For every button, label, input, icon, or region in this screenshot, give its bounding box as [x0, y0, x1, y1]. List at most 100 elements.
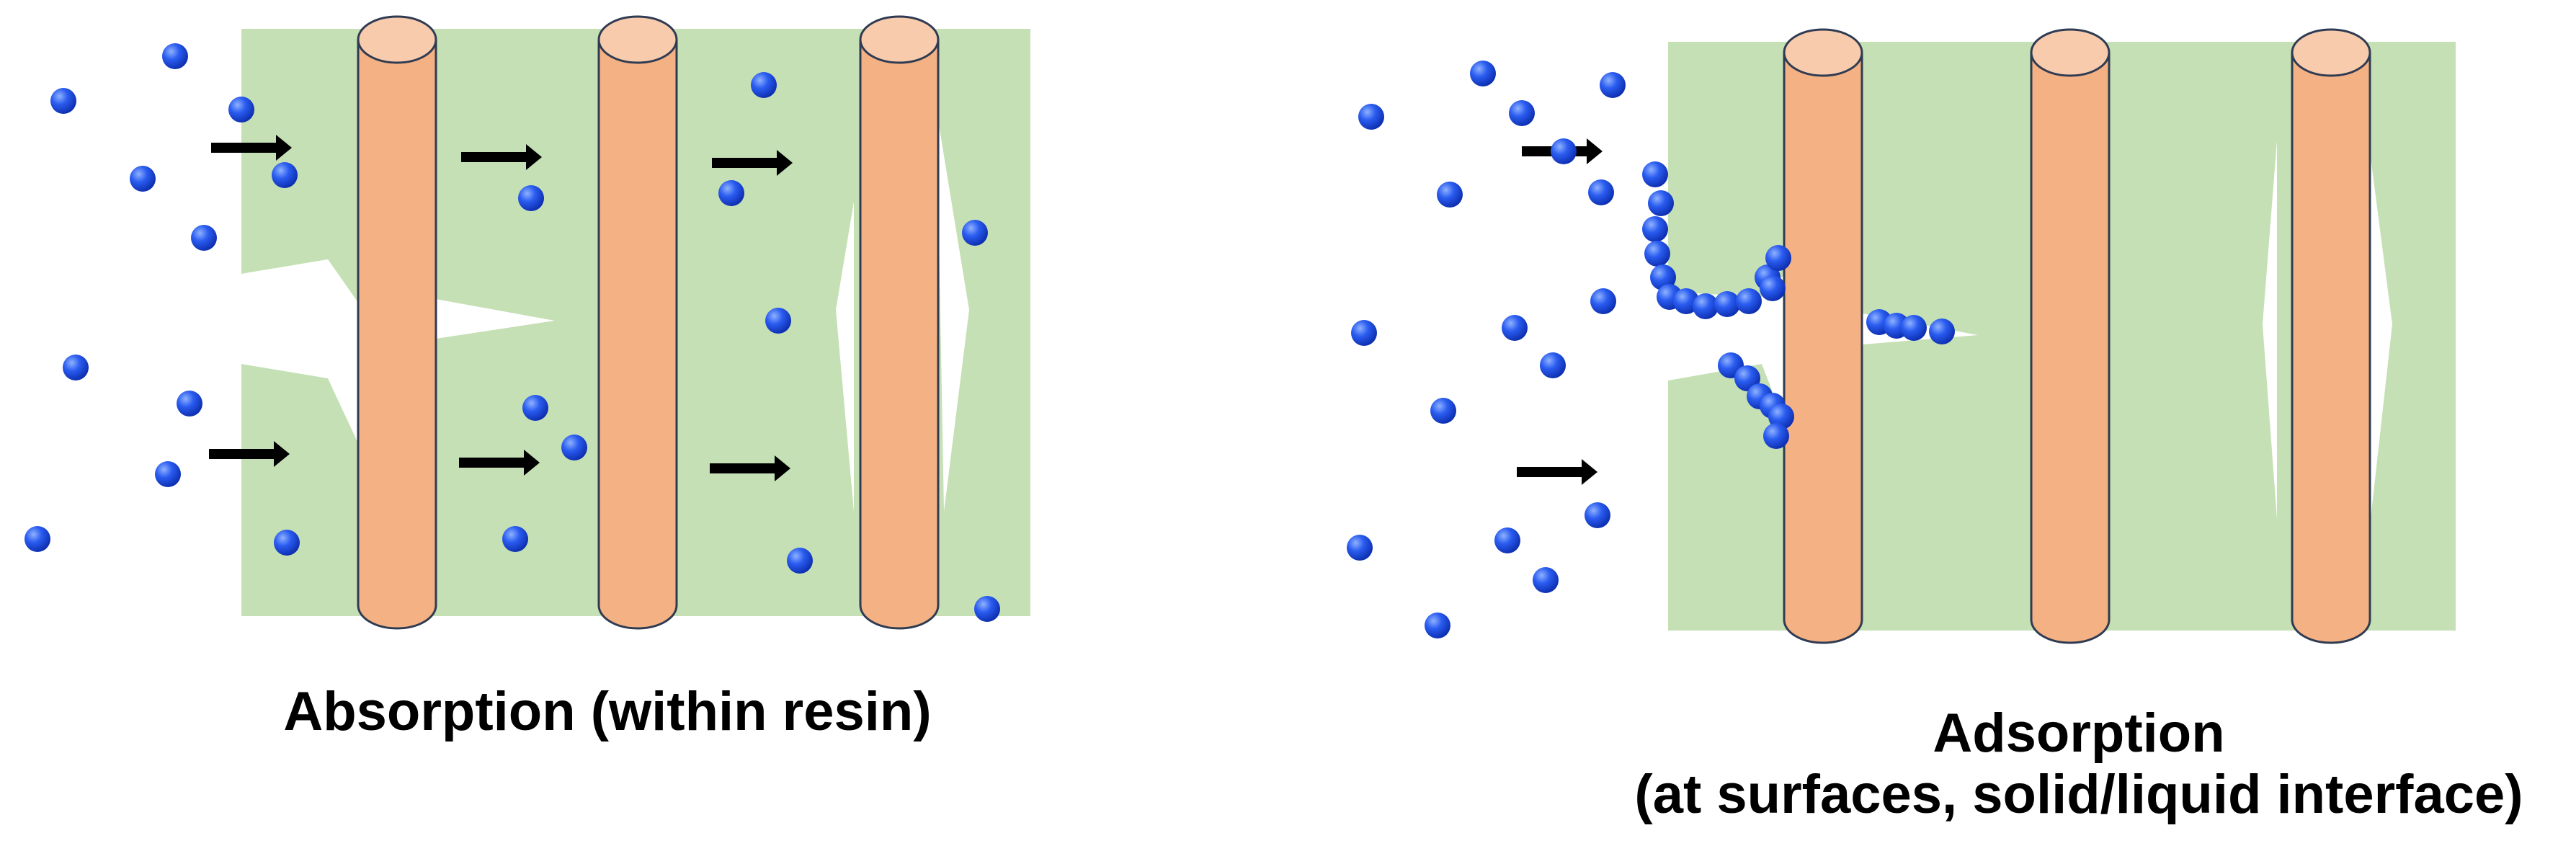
fiber-right-1	[1783, 28, 1863, 644]
sphere-icon-left-6	[191, 225, 217, 251]
caption-absorption-line-1: Absorption (within resin)	[283, 681, 932, 742]
crack-left-1	[241, 259, 358, 443]
sphere-icon-right-5	[1551, 138, 1577, 164]
sphere-icon-left-17	[522, 395, 548, 421]
sphere-icon-right-24	[1673, 288, 1699, 314]
crack-left-4	[937, 112, 969, 512]
sphere-icon-left-1	[50, 88, 76, 114]
fiber-end-cap	[2291, 28, 2371, 77]
sphere-icon-right-12	[1430, 398, 1456, 424]
arrow-right-icon	[211, 135, 292, 161]
fiber-end-cap	[597, 15, 678, 64]
sphere-icon-left-8	[177, 391, 202, 417]
sphere-icon-right-2	[1470, 61, 1496, 86]
fiber-right-3	[2291, 28, 2371, 644]
flow-arrows-left	[209, 135, 793, 481]
fiber-end-cap	[2030, 28, 2111, 77]
sphere-icon-right-30	[1760, 275, 1786, 301]
sphere-icon-left-2	[162, 43, 188, 69]
sphere-icon-right-6	[1437, 182, 1463, 208]
caption-absorption: Absorption (within resin)	[254, 681, 961, 742]
sphere-icon-right-13	[1347, 535, 1373, 561]
fibers-left	[357, 15, 940, 630]
sphere-icon-right-17	[1425, 613, 1450, 638]
sphere-icon-right-18	[1642, 161, 1668, 187]
sphere-icon-left-5	[272, 162, 298, 188]
sphere-icon-right-3	[1509, 100, 1535, 126]
crack-right-4	[2367, 130, 2392, 519]
flow-arrow-left-6	[710, 455, 790, 481]
fiber-left-2	[597, 15, 678, 630]
sphere-icon-right-26	[1714, 291, 1740, 317]
sphere-icon-right-11	[1540, 352, 1566, 378]
flow-arrow-left-3	[461, 144, 542, 170]
molecules-left	[24, 43, 1000, 622]
sphere-icon-right-39	[1901, 315, 1927, 341]
cylinder-icon	[2030, 53, 2111, 644]
sphere-icon-right-10	[1502, 315, 1528, 341]
crack-left-3	[836, 202, 854, 512]
sphere-icon-right-7	[1588, 179, 1614, 205]
sphere-icon-left-20	[787, 548, 813, 574]
sphere-icon-right-20	[1642, 216, 1668, 242]
sphere-icon-left-7	[63, 355, 89, 380]
caption-adsorption-line-1: Adsorption	[1933, 703, 2225, 764]
sphere-icon-right-40	[1929, 319, 1955, 344]
sphere-icon-right-15	[1494, 527, 1520, 553]
sphere-icon-right-1	[1358, 104, 1384, 130]
flow-arrow-left-1	[211, 135, 292, 161]
cylinder-icon	[859, 40, 940, 630]
caption-adsorption: Adsorption (at surfaces, solid/liquid in…	[1585, 703, 2572, 825]
fiber-left-3	[859, 15, 940, 630]
arrow-right-icon	[459, 450, 540, 476]
fibers-right	[1783, 28, 2371, 644]
sphere-icon-right-9	[1351, 320, 1377, 346]
sphere-icon-right-29	[1765, 245, 1791, 271]
sphere-icon-left-18	[561, 435, 587, 460]
fiber-left-1	[357, 15, 437, 630]
sphere-icon-left-21	[974, 596, 1000, 622]
sphere-icon-right-16	[1533, 567, 1559, 593]
sphere-icon-right-27	[1736, 288, 1762, 314]
fiber-end-cap	[357, 15, 437, 64]
arrow-right-icon	[712, 150, 793, 176]
cylinder-icon	[597, 40, 678, 630]
flow-arrow-left-2	[209, 441, 290, 467]
absorption-panel	[24, 15, 1030, 630]
sphere-icon-right-4	[1600, 72, 1626, 98]
flow-arrow-right-2	[1517, 459, 1597, 485]
fiber-right-2	[2030, 28, 2111, 644]
sphere-icon-left-9	[155, 461, 181, 487]
sphere-icon-right-21	[1644, 241, 1670, 267]
cylinder-icon	[357, 40, 437, 630]
arrow-right-icon	[209, 441, 290, 467]
sphere-icon-left-14	[718, 180, 744, 206]
fiber-end-cap	[1783, 28, 1863, 77]
sphere-icon-right-19	[1648, 190, 1674, 216]
sphere-icon-right-36	[1763, 423, 1789, 449]
cylinder-icon	[1783, 53, 1863, 644]
caption-adsorption-line-2: (at surfaces, solid/liquid interface)	[1634, 764, 2523, 826]
sphere-icon-left-12	[751, 72, 777, 98]
arrow-right-icon	[710, 455, 790, 481]
cylinder-icon	[2291, 53, 2371, 644]
sphere-icon-left-4	[130, 166, 156, 192]
sphere-icon-left-15	[962, 220, 988, 246]
sphere-icon-left-3	[228, 97, 254, 123]
sphere-icon-left-11	[274, 530, 300, 556]
sphere-icon-left-19	[502, 526, 528, 552]
arrow-right-icon	[1517, 459, 1597, 485]
sphere-icon-right-25	[1693, 293, 1719, 319]
sphere-icon-right-8	[1590, 288, 1616, 314]
sphere-icon-left-13	[518, 185, 544, 211]
sphere-icon-left-16	[765, 308, 791, 334]
arrow-right-icon	[461, 144, 542, 170]
crack-left-2	[436, 299, 555, 339]
sphere-icon-left-10	[24, 526, 50, 552]
fiber-end-cap	[859, 15, 940, 64]
flow-arrow-left-5	[712, 150, 793, 176]
crack-right-3	[2263, 141, 2277, 519]
flow-arrow-left-4	[459, 450, 540, 476]
sphere-icon-right-14	[1585, 502, 1610, 528]
adsorption-panel	[1347, 28, 2456, 644]
